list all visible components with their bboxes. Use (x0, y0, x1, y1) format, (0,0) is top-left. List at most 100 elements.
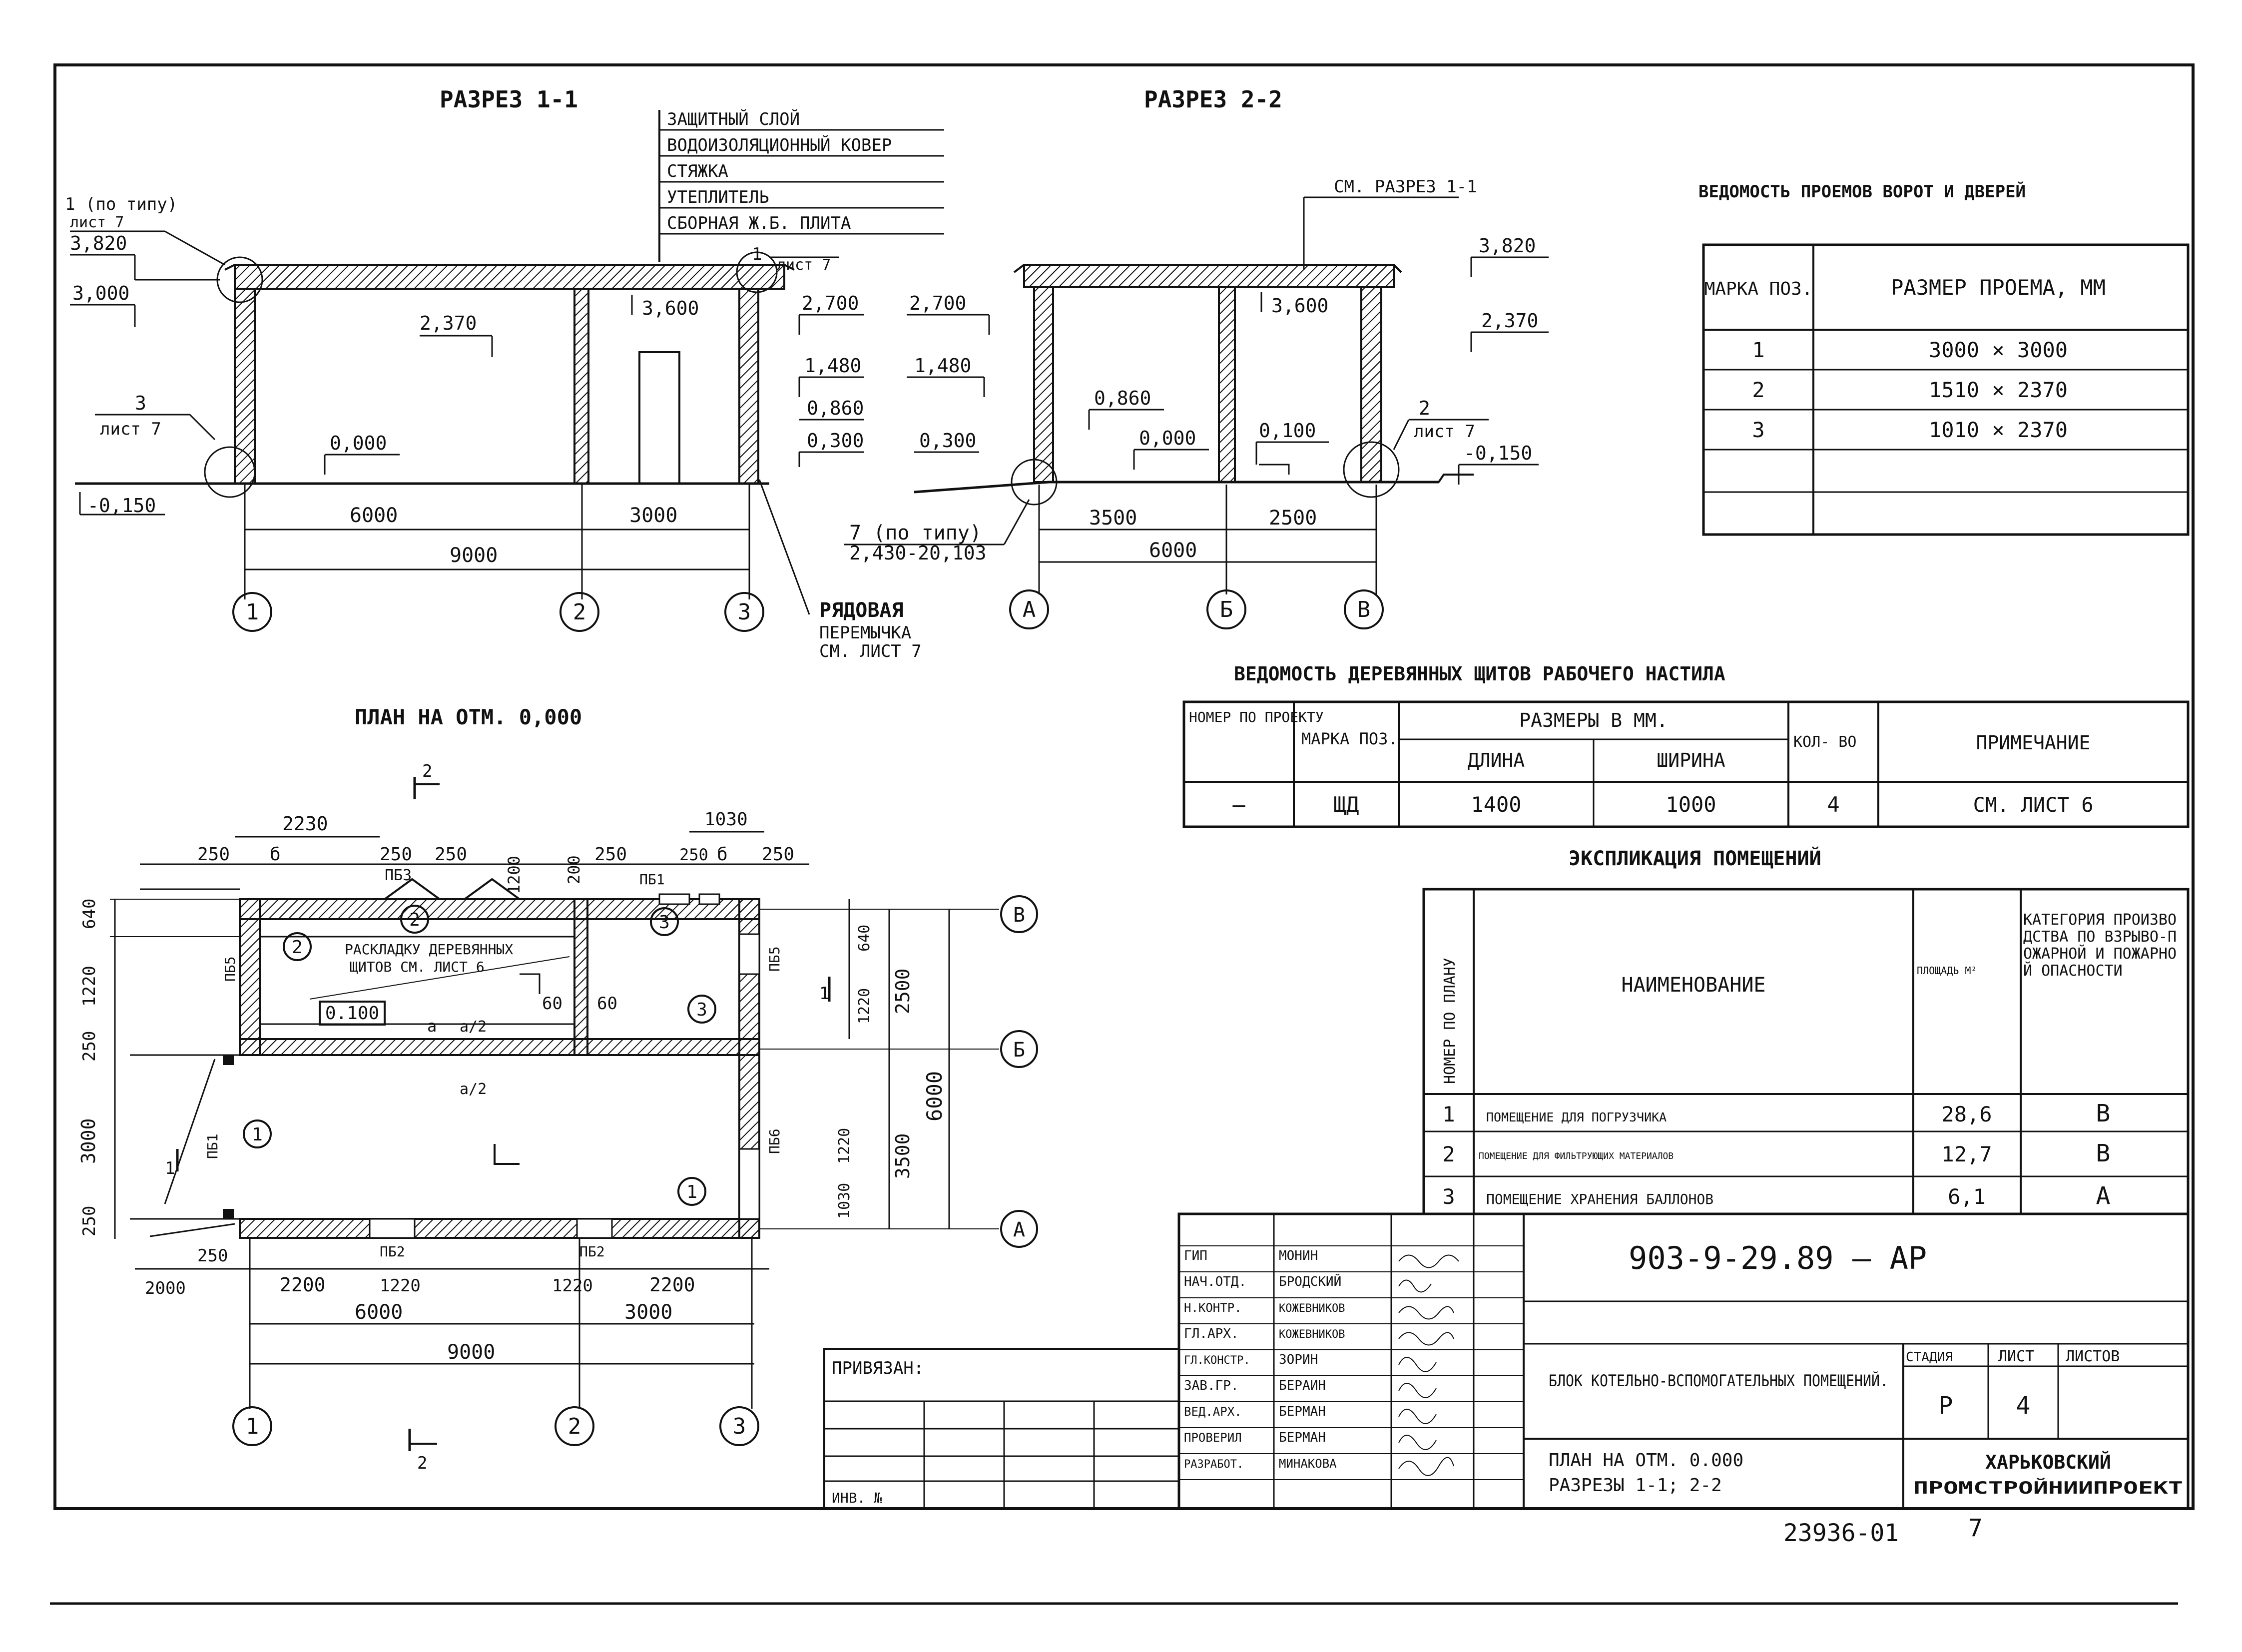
signature-3 (1398, 1306, 1454, 1320)
rooms-row3-area: 6,1 (1948, 1184, 1986, 1209)
plan-section-mark-top: 2 (422, 761, 432, 781)
openings-row1-size: 3000 × 3000 (1929, 338, 2068, 362)
person-7: БЕРМАН (1279, 1404, 1326, 1419)
see-section-1-1: СМ. РАЗРЕЗ 1-1 (1334, 177, 1477, 197)
signature-8 (1398, 1435, 1437, 1450)
plan-bottom-2200b: 2200 (649, 1274, 695, 1296)
section-1-1-title: РАЗРЕЗ 1-1 (440, 86, 578, 113)
title-block: ПРИВЯЗАН: ИНВ. № ГИП МОНИН НАЧ.ОТД. БРОД… (823, 1212, 2190, 1547)
roof-slab-2 (1023, 264, 1395, 288)
rooms-row3-cat: А (2096, 1182, 2111, 1210)
signature-7 (1398, 1409, 1437, 1424)
roof-layers-callout: ЗАЩИТНЫЙ СЛОЙ ВОДОИЗОЛЯЦИОННЫЙ КОВЕР СТЯ… (658, 109, 944, 262)
axis-v-label: В (1357, 597, 1371, 622)
wall-axis-2 (573, 288, 589, 485)
plan-right-1220: 1220 (856, 988, 873, 1024)
detail-circle-3 (204, 446, 256, 498)
footer-sheet: 7 (1968, 1514, 1983, 1542)
plan-bottom-1220b: 1220 (552, 1276, 593, 1296)
plan-level-mark: 0.100 (325, 1003, 379, 1024)
shields-h-qty: КОЛ- ВО (1793, 733, 1856, 751)
plan-bottom-9000: 9000 (447, 1341, 495, 1364)
shields-row-no: — (1232, 792, 1245, 817)
mark2-2370: 2,370 (1481, 310, 1538, 332)
plan-wall-south (239, 1218, 760, 1239)
mark-0000: 0,000 (330, 432, 387, 454)
sheet-value: 4 (2016, 1392, 2031, 1420)
plan-right-2500: 2500 (892, 968, 914, 1014)
lintel-label-1: РЯДОВАЯ (819, 599, 904, 622)
plan-top-250-4: 250 (594, 844, 627, 865)
roof-layer-5: СБОРНАЯ Ж.Б. ПЛИТА (667, 213, 851, 233)
openings-row1-mark: 1 (1752, 338, 1764, 362)
axis-a-label: А (1023, 597, 1036, 622)
plan-axis-v: В (1013, 904, 1025, 927)
rooms-h-no: НОМЕР ПО ПЛАНУ (1441, 958, 1459, 1084)
plan-top-b-2: б (717, 844, 728, 865)
callout-1-sheet: лист 7 (70, 214, 124, 231)
mark-1480: 1,480 (804, 355, 861, 377)
plan-small-a2-top: а/2 (460, 1018, 487, 1036)
mark-3000: 3,000 (72, 282, 129, 304)
wall-axis-v (1360, 286, 1382, 483)
inv-label: ИНВ. № (832, 1490, 882, 1506)
mark2-0860: 0,860 (1094, 387, 1151, 409)
person-9: МИНАКОВА (1279, 1457, 1337, 1471)
plan-right-6000: 6000 (922, 1071, 947, 1121)
section-2-2: РАЗРЕЗ 2-2 СМ. РАЗРЕЗ 1-1 3,820 2,370 3,… (844, 86, 1549, 629)
door-tag-pb1-top: ПБ1 (639, 871, 665, 888)
wall-axis-b (1218, 286, 1236, 483)
plan-axis-2: 2 (568, 1414, 581, 1439)
plan-axis-1: 1 (246, 1414, 259, 1439)
plan-note-2: ЩИТОВ СМ. ЛИСТ 6 (350, 959, 485, 975)
plan-small-1: 1 (819, 984, 829, 1004)
role-4: ГЛ.АРХ. (1184, 1326, 1239, 1341)
detail-circle-4 (1011, 459, 1058, 506)
mark2-1480: 1,480 (914, 355, 971, 377)
shields-row-wid: 1000 (1666, 792, 1716, 817)
door-tag-pb3: ПБ3 (385, 867, 412, 884)
mark2-0300: 0,300 (919, 430, 976, 452)
role-6: ЗАВ.ГР. (1184, 1378, 1239, 1393)
rooms-row1-name: ПОМЕЩЕНИЕ ДЛЯ ПОГРУЗЧИКА (1486, 1110, 1667, 1124)
mark2-0100: 0,100 (1259, 420, 1316, 442)
sheet-title-2: РАЗРЕЗЫ 1-1; 2-2 (1549, 1475, 1722, 1496)
person-6: БЕРАИН (1279, 1378, 1326, 1393)
openings-row2-mark: 2 (1752, 378, 1764, 402)
plan-left-250-1: 250 (79, 1031, 99, 1062)
plan-axis-b: Б (1013, 1039, 1025, 1062)
rooms-row3-no: 3 (1442, 1184, 1455, 1209)
plan-note-1: РАСКЛАДКУ ДЕРЕВЯННЫХ (345, 941, 513, 958)
stage-value: Р (1939, 1392, 1953, 1420)
rooms-row1-cat: В (2096, 1100, 2111, 1127)
role-5: ГЛ.КОНСТР. (1184, 1354, 1250, 1367)
door-tag-pb5-right: ПБ5 (766, 946, 783, 972)
rooms-row3-name: ПОМЕЩЕНИЕ ХРАНЕНИЯ БАЛЛОНОВ (1486, 1191, 1713, 1207)
plan-room-1-left: 1 (252, 1124, 263, 1145)
header-stage: СТАДИЯ (1906, 1350, 1953, 1365)
plan-top-250-6: 250 (762, 844, 794, 865)
dim2-6000: 6000 (1149, 539, 1197, 562)
plan-top-250-3: 250 (435, 844, 467, 865)
rooms-row2-no: 2 (1442, 1142, 1455, 1166)
door-tag-pb1-west: ПБ1 (204, 1133, 221, 1159)
plan-bottom-1220a: 1220 (380, 1276, 421, 1296)
dim-3000: 3000 (629, 504, 677, 527)
plan-axis-3: 3 (733, 1414, 746, 1439)
shields-h-note: ПРИМЕЧАНИЕ (1976, 732, 2091, 754)
axis-3-label: 3 (738, 599, 751, 625)
callout-2-sheet: лист 7 (777, 256, 831, 274)
roof-layer-4: УТЕПЛИТЕЛЬ (667, 187, 769, 207)
dim-6000: 6000 (350, 504, 398, 527)
callout2-sheet: лист 7 (1414, 422, 1475, 442)
shields-h-sizes: РАЗМЕРЫ В ММ. (1519, 709, 1668, 731)
plan-bottom-6000: 6000 (355, 1301, 403, 1324)
header-sheet: ЛИСТ (1998, 1348, 2034, 1365)
section-1-1: РАЗРЕЗ 1-1 ЗАЩИТНЫЙ СЛОЙ ВОДОИЗОЛЯЦИОННЫ… (65, 86, 944, 661)
dim2-3500: 3500 (1089, 507, 1137, 530)
section-2-2-title: РАЗРЕЗ 2-2 (1144, 86, 1282, 113)
plan-wall-middle (239, 1038, 760, 1056)
shields-table-title: ВЕДОМОСТЬ ДЕРЕВЯННЫХ ЩИТОВ РАБОЧЕГО НАСТ… (1234, 663, 1725, 685)
shields-h-no: НОМЕР ПО ПРОЕКТУ (1189, 709, 1324, 725)
roof-slab (234, 264, 785, 290)
